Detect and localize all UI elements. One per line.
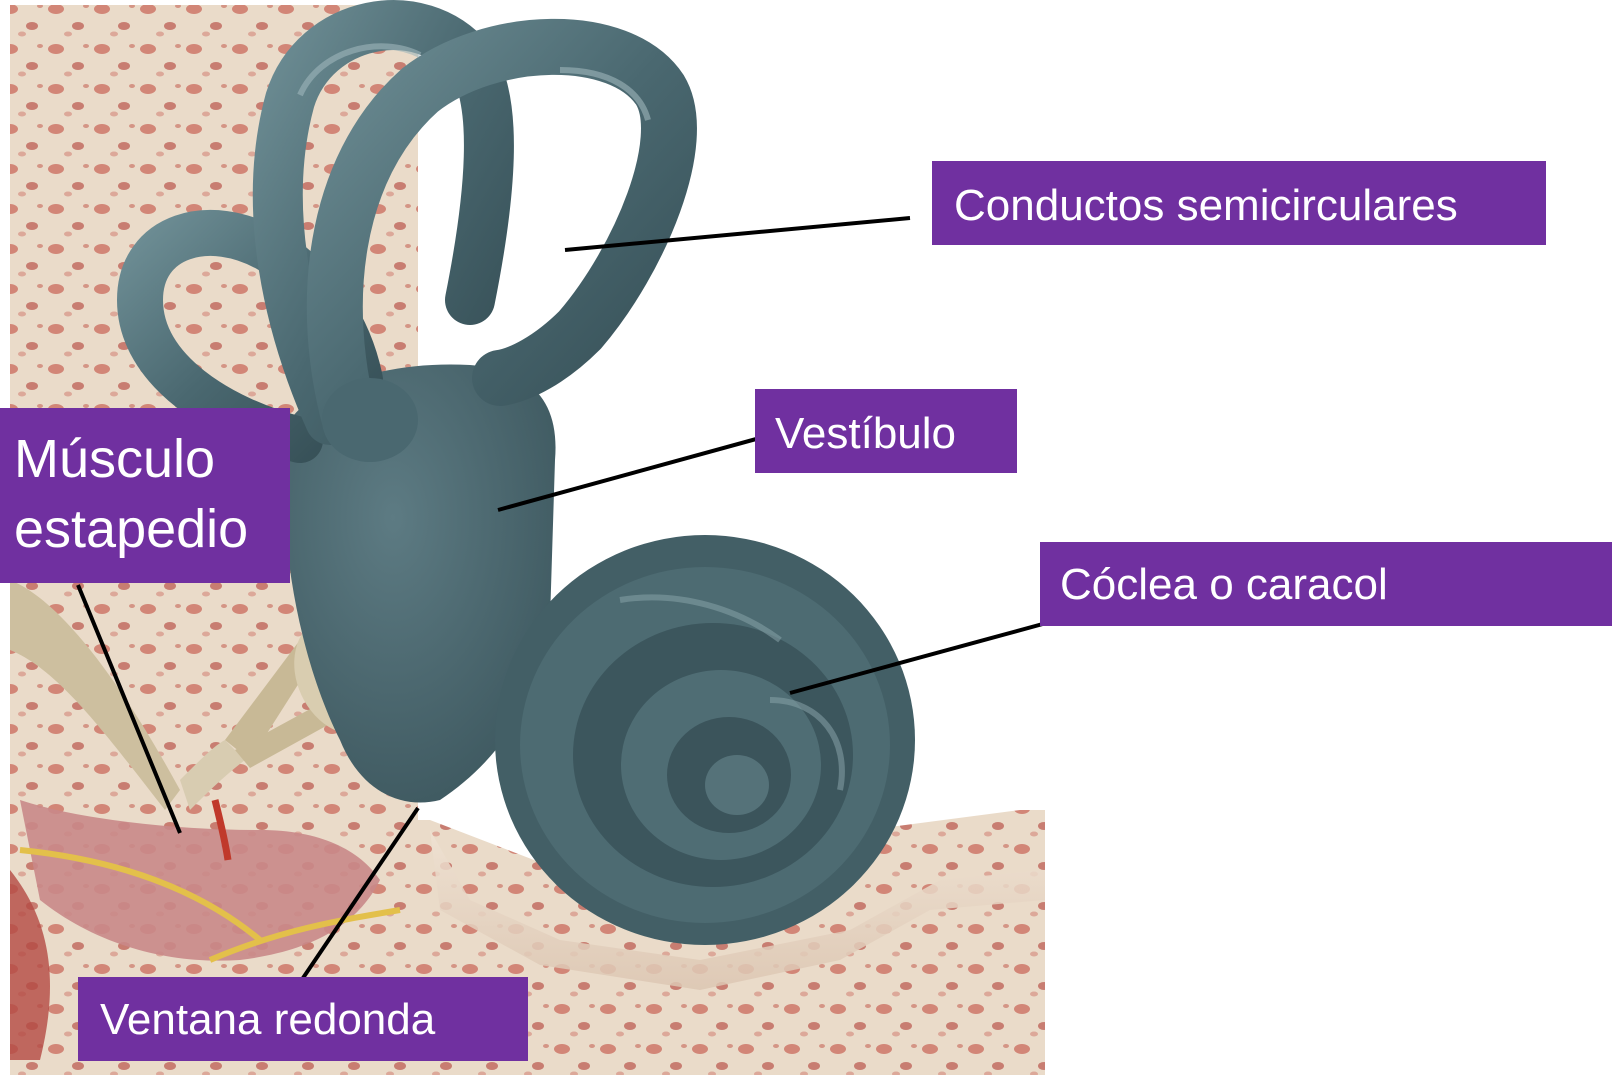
label-stapedius-muscle: Músculo estapedio xyxy=(0,408,290,583)
cochlea-turn xyxy=(705,755,769,815)
label-round-window: Ventana redonda xyxy=(78,977,528,1061)
label-stapedius-line-1: Músculo xyxy=(14,424,290,494)
cochlea-structure xyxy=(495,535,915,945)
label-cochlea: Cóclea o caracol xyxy=(1040,542,1612,626)
label-cochlea-text: Cóclea o caracol xyxy=(1060,558,1612,612)
label-semicircular-canals: Conductos semicirculares xyxy=(932,161,1546,245)
label-vestibule-text: Vestíbulo xyxy=(775,407,1017,461)
label-vestibule: Vestíbulo xyxy=(755,389,1017,473)
label-semicircular-canals-text: Conductos semicirculares xyxy=(954,179,1546,233)
label-stapedius-line-2: estapedio xyxy=(14,494,290,564)
label-round-window-text: Ventana redonda xyxy=(100,993,528,1047)
